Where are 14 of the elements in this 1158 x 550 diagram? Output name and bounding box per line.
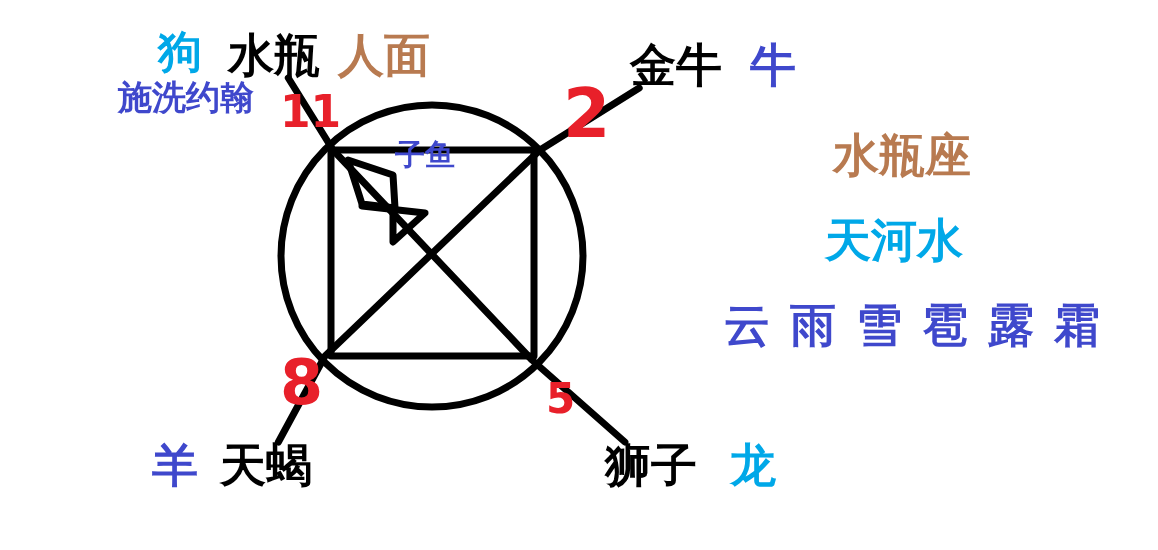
annotation-text: 羊 bbox=[152, 442, 198, 488]
annotation-text: 人面 bbox=[338, 32, 430, 78]
annotation-text: 龙 bbox=[730, 442, 776, 488]
annotation-text: 狗 bbox=[158, 30, 202, 74]
annotation-text: 云 雨 雪 雹 露 霜 bbox=[724, 302, 1101, 348]
zodiac-label: 天蝎 bbox=[220, 442, 312, 488]
number-label: 5 bbox=[546, 378, 576, 420]
zodiac-label: 水瓶 bbox=[228, 32, 320, 78]
annotation-text: 牛 bbox=[750, 42, 796, 88]
annotation-text: 天河水 bbox=[825, 217, 963, 263]
zodiac-label: 狮子 bbox=[605, 442, 697, 488]
zodiac-label: 金牛 bbox=[630, 42, 722, 88]
annotation-text: 施洗约翰 bbox=[118, 80, 254, 114]
annotation-text: 水瓶座 bbox=[833, 132, 971, 178]
